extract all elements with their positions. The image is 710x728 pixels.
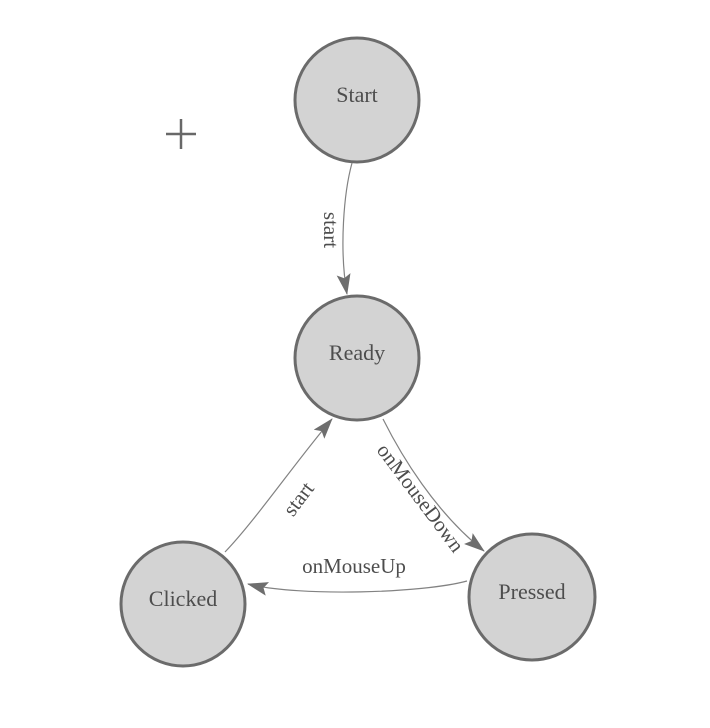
- transition-label-clicked-to-ready: start: [278, 477, 319, 520]
- transition-path-pressed-to-clicked[interactable]: [247, 580, 468, 596]
- state-node-ready[interactable]: Ready: [293, 294, 421, 422]
- transition-label-ready-to-pressed: onMouseDown: [372, 439, 469, 557]
- transition-label-pressed-to-clicked: onMouseUp: [302, 554, 406, 578]
- transition-ready-to-pressed[interactable]: onMouseDown: [371, 418, 485, 559]
- state-node-pressed[interactable]: Pressed: [467, 532, 597, 662]
- state-circle-ready[interactable]: [293, 294, 421, 422]
- state-node-start[interactable]: Start: [293, 36, 421, 164]
- transition-clicked-to-ready[interactable]: start: [224, 418, 333, 553]
- state-node-clicked[interactable]: Clicked: [119, 540, 247, 668]
- state-circle-clicked[interactable]: [119, 540, 247, 668]
- transition-path-start-to-ready[interactable]: [336, 162, 353, 295]
- state-circle-start[interactable]: [293, 36, 421, 164]
- transition-start-to-ready[interactable]: start: [318, 162, 353, 295]
- transition-pressed-to-clicked[interactable]: onMouseUp: [247, 553, 468, 596]
- transition-path-ready-to-pressed[interactable]: [382, 418, 485, 552]
- crosshair-cursor-icon: [166, 119, 196, 149]
- transition-path-clicked-to-ready[interactable]: [224, 418, 333, 553]
- state-circle-pressed[interactable]: [467, 532, 597, 662]
- transition-label-start-to-ready: start: [319, 212, 343, 248]
